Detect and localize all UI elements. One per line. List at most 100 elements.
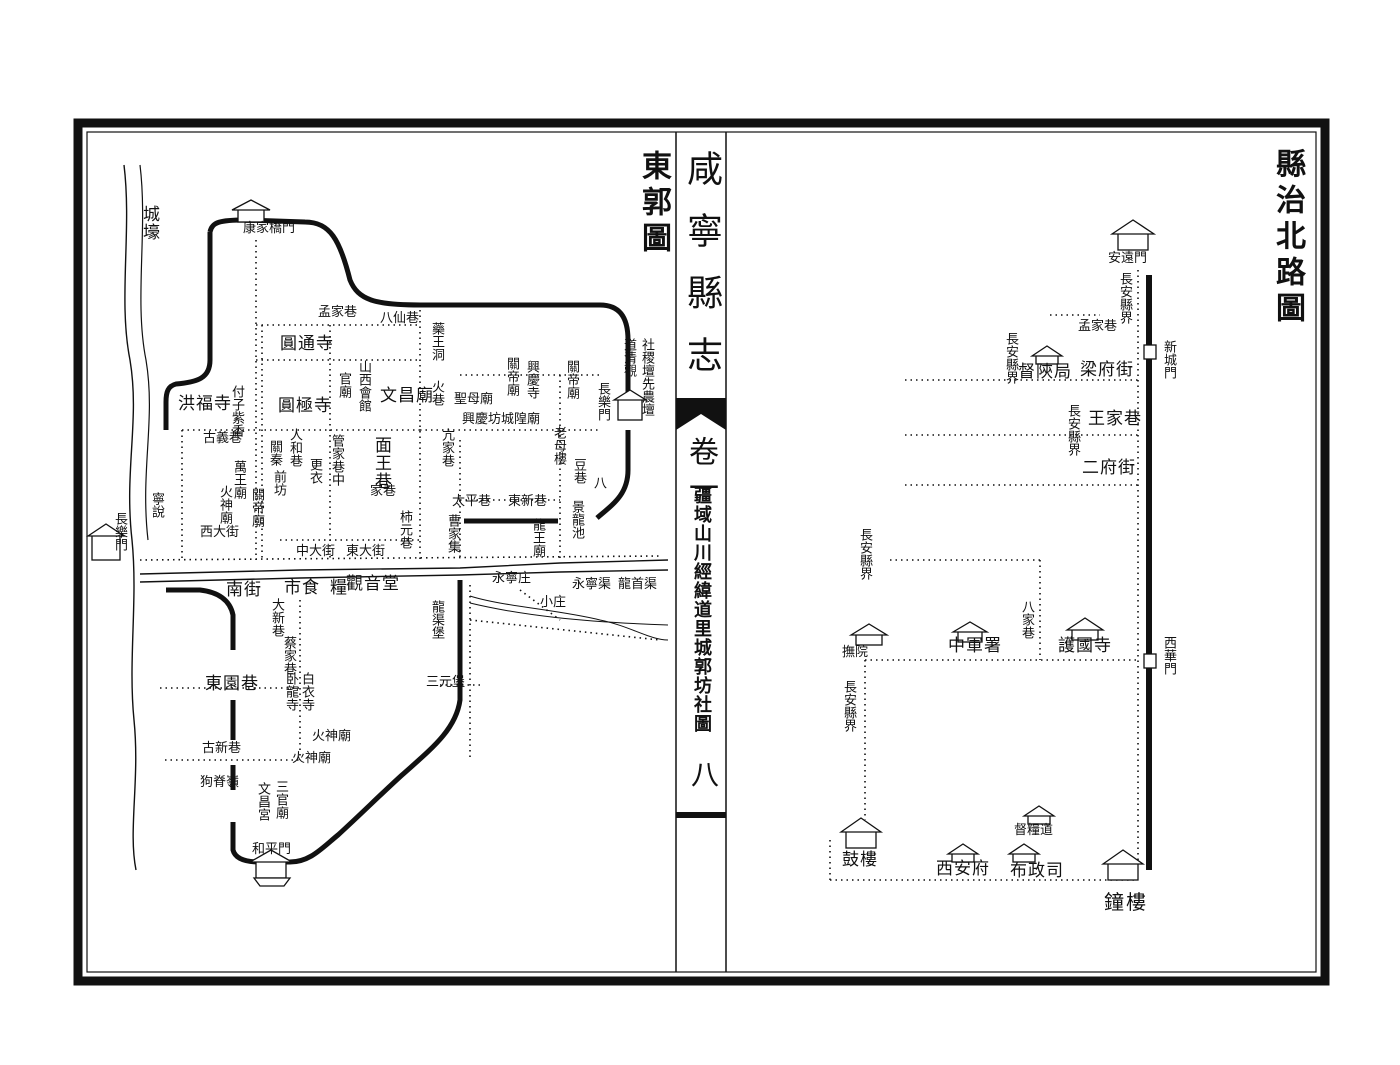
label-wenchang-temple: 文昌廟: [380, 386, 434, 406]
east-gate-building: [611, 389, 649, 421]
xianfu-building: [945, 843, 981, 863]
bell-tower-building: [1100, 849, 1146, 881]
huguo-building: [1064, 617, 1106, 641]
drum-tower-building: [838, 817, 884, 849]
label-county-boundary-top: 長安縣界: [1117, 272, 1132, 324]
section-title: 疆域山川經緯道里城郭坊社圖: [691, 486, 712, 733]
label-liang-fu-street: 梁府街: [1080, 360, 1134, 380]
page-inner-frame: [86, 131, 1317, 973]
label-hongfu-temple: 洪福寺: [178, 394, 232, 414]
label-nan-street: 南街: [226, 580, 262, 600]
label-guxin-lane: 古新巷: [202, 741, 242, 756]
volume-label: 卷一: [683, 436, 718, 508]
south-gate-building: [247, 849, 295, 887]
label-drum-tower: 鼓樓: [842, 850, 878, 870]
label-goufu: 狗脊嶺: [200, 775, 240, 790]
label-ba-jia-lane: 八家巷: [1019, 600, 1034, 639]
label-changan-bound-3: 長安縣界: [857, 528, 872, 580]
label-changan-bound-1: 長安縣界: [1003, 332, 1018, 384]
right-map-lines: [829, 219, 1157, 881]
label-guan-shaan-ju: 督陝局: [1018, 362, 1072, 382]
label-hu-guo-temple: 護國寺: [1058, 636, 1112, 656]
label-anyuan-gate: 安遠門: [1108, 251, 1148, 266]
label-yongning-qu: 永寧渠: [572, 577, 612, 592]
label-north-road: 社稷壇先農壇: [639, 338, 654, 416]
label-jiaying: 家巷: [370, 484, 397, 499]
label-east-gate: 長樂門: [595, 382, 610, 421]
label-shanxi-hall: 山西會館: [356, 360, 371, 412]
label-xiaozhuang: 小庄: [540, 595, 567, 610]
anyuan-gate-building: [1109, 219, 1157, 251]
label-wangmiao: 萬王廟: [231, 460, 246, 499]
label-caojia: 曹家集: [445, 514, 460, 553]
label-dou-lane: 豆巷: [571, 458, 586, 484]
label-west-street: 西大街: [200, 525, 240, 540]
spine-fishtail-lower: [676, 812, 726, 818]
label-dongda-street: 東大街: [346, 544, 386, 559]
west-gate-building: [85, 523, 127, 561]
label-huoshen-miao: 火神廟: [217, 485, 232, 524]
shaan-ju-building: [1029, 345, 1065, 365]
label-west-gate: 長樂門: [112, 512, 127, 551]
label-xingqing-temple: 興慶寺: [524, 360, 539, 399]
label-guandi-3: 關帝廟: [249, 488, 264, 527]
label-liangshi: 糧: [330, 578, 348, 598]
label-north-gate: 康家橋門: [243, 221, 296, 236]
buzheng-building: [1006, 843, 1042, 863]
label-sanguan-temple: 三官廟: [273, 780, 288, 819]
label-changan-bound-2: 長安縣界: [1065, 404, 1080, 456]
label-guanyin-hall: 觀音堂: [346, 574, 400, 594]
label-longwang-temple: 龍王廟: [530, 518, 545, 557]
label-taiping-lane: 太平巷: [452, 494, 492, 509]
label-longqu-fort: 龍渠堡: [429, 600, 444, 639]
label-dongxin-lane: 東新巷: [508, 494, 548, 509]
label-jinglong-pool: 景龍池: [569, 500, 584, 539]
label-liang-dao: 督糧道: [1014, 823, 1054, 838]
label-baiyi: 白衣寺: [299, 672, 314, 711]
label-xihua-gate: 西華門: [1161, 636, 1176, 675]
label-shengmu-temple: 聖母廟: [454, 392, 494, 407]
left-map-lines: [85, 164, 669, 887]
liang-dao-building: [1021, 805, 1057, 825]
label-gengyi: 更衣: [307, 458, 322, 484]
label-east-gate-road: 道清觀: [621, 338, 636, 377]
label-yongning-village: 永寧庄: [492, 571, 532, 586]
page-frame: [73, 118, 1330, 986]
label-laomu-tower: 老母樓: [551, 426, 566, 465]
xihua-gate-mark: [1143, 653, 1157, 669]
label-chaiyuan: 柿元巷: [397, 510, 412, 549]
label-yuantong-temple: 圓通寺: [280, 334, 334, 354]
xinjia-gate-mark: [1143, 344, 1157, 360]
label-guan-temple: 官廟: [336, 372, 351, 398]
label-guyi-lane: 古義巷: [203, 431, 243, 446]
left-map-title: 東郭圖: [636, 150, 671, 258]
label-south-gate: 和平門: [252, 842, 292, 857]
label-chenghuang-temple: 興慶坊城隍廟: [462, 412, 541, 427]
label-wenchang-gong: 文昌宮: [255, 782, 270, 821]
label-baxian-lane: 八仙巷: [380, 311, 420, 326]
book-title: 咸寧縣志: [681, 150, 722, 398]
label-cai-lane: 蔡家巷: [281, 636, 296, 675]
label-dongyuan-lane: 東園巷: [205, 674, 259, 694]
label-sanyuan-fort: 三元堡: [426, 675, 466, 690]
label-city-moat: 城壕: [139, 205, 159, 241]
label-huoshen-2: 火神廟: [292, 751, 332, 766]
label-huoshen-1: 火神廟: [312, 729, 352, 744]
label-zhongda-street: 中大街: [296, 544, 336, 559]
label-renhe-lane: 人和巷: [287, 428, 302, 467]
label-xian-fu: 西安府: [936, 859, 990, 879]
label-yaowang-temple: 藥王洞: [429, 322, 444, 361]
label-shishi: 市食: [284, 578, 320, 598]
label-daxin-lane: 大新巷: [269, 598, 284, 637]
label-guandi-temple-2: 關帝廟: [564, 360, 579, 399]
north-gate-building: [231, 199, 271, 223]
label-bell-tower: 鐘樓: [1104, 890, 1148, 914]
label-zhongjun-office: 中軍署: [948, 636, 1002, 656]
label-er-fu-street: 二府街: [1082, 458, 1136, 478]
label-wolong: 卧龍寺: [283, 672, 298, 711]
label-buzheng-si: 布政司: [1010, 861, 1064, 881]
label-bazi: 八: [591, 476, 606, 489]
label-fu-yuan: 撫院: [842, 645, 869, 660]
